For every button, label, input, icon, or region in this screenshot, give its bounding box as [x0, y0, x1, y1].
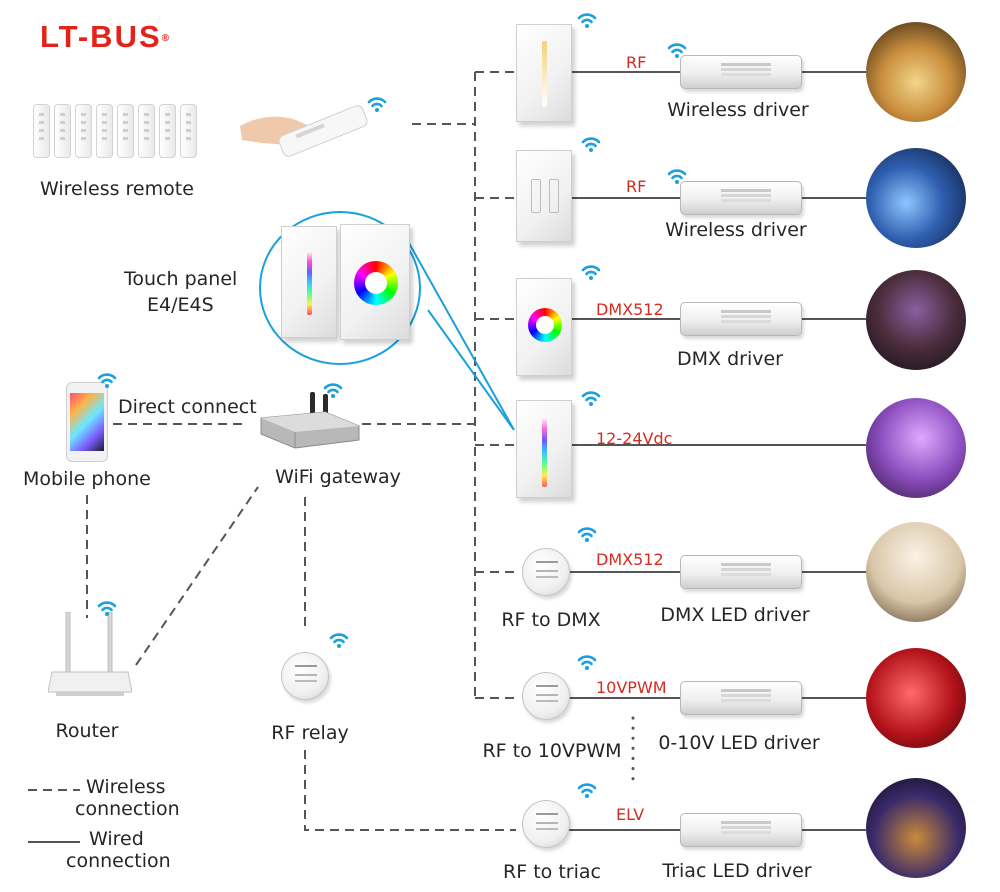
wireless-driver-label-1: Wireless driver: [667, 99, 809, 121]
wifi-signal-icon: [581, 265, 601, 280]
room-photo-lounge: [866, 22, 966, 122]
hand-remote-icon: [240, 105, 368, 157]
wifi-signal-icon: [577, 655, 597, 670]
rf-to-10vpwm-receiver-icon: [522, 672, 570, 720]
router-to-gateway-line: [135, 486, 259, 666]
touch-panel-e4-zoom-left: [281, 226, 337, 338]
direct-connect-label: Direct connect: [118, 396, 257, 418]
signal-dmx512-1: DMX512: [596, 300, 664, 319]
wireless-remote-label: Wireless remote: [40, 178, 194, 200]
rf-to-dmx-receiver-icon: [522, 548, 570, 596]
router-icon: [48, 612, 132, 696]
legend-wired-label: Wired: [89, 828, 144, 850]
color-temperature-bar: [542, 41, 547, 107]
wifi-signal-icon: [581, 137, 601, 152]
wifi-signal-icon: [323, 383, 343, 398]
0-10v-led-driver-icon: [680, 681, 802, 715]
legend-wireless-label: Wireless: [86, 776, 166, 798]
color-wheel-icon: [528, 308, 562, 342]
color-bar: [542, 417, 547, 487]
touch-panel-4: [516, 400, 572, 498]
lt-bus-logo: LT-BUS®: [40, 20, 169, 54]
dmx-driver-icon: [680, 302, 802, 336]
remote-icon: [159, 104, 176, 158]
wifi-signal-icon: [577, 783, 597, 798]
signal-12-24vdc: 12-24Vdc: [596, 429, 673, 448]
touch-panel-label: Touch panel: [124, 268, 238, 290]
wireless-driver-1-icon: [680, 55, 802, 89]
wifi-signal-icon: [577, 527, 597, 542]
signal-10vpwm: 10VPWM: [596, 678, 667, 697]
zoom-callout-line-a: [404, 235, 515, 431]
wifi-signal-icon: [581, 391, 601, 406]
wifi-gateway-label: WiFi gateway: [275, 466, 401, 488]
signal-rf-1: RF: [626, 53, 647, 72]
room-photo-bar: [866, 778, 966, 878]
wifi-signal-icon: [97, 601, 117, 616]
color-bar: [307, 251, 312, 315]
rf-relay-label: RF relay: [271, 722, 349, 744]
wifi-signal-icon: [577, 13, 597, 28]
0-10v-led-driver-label: 0-10V LED driver: [658, 732, 820, 754]
touch-panel-e4s-zoom-right: [340, 224, 410, 340]
wifi-signal-icon: [367, 97, 387, 112]
phone-screen: [70, 393, 104, 451]
wireless-driver-2-icon: [680, 181, 802, 215]
remote-icon: [117, 104, 134, 158]
smartphone-icon: [66, 382, 108, 462]
rf-to-triac-receiver-icon: [522, 800, 570, 848]
touch-panel-3: [516, 278, 572, 376]
legend-wired-label-2: connection: [66, 850, 171, 872]
color-wheel-icon: [354, 261, 398, 305]
registered-mark: ®: [161, 33, 170, 44]
zoom-circle: [259, 211, 421, 365]
button-right-icon: [549, 179, 559, 213]
wifi-signal-icon: [97, 373, 117, 388]
touch-panel-2: [516, 150, 572, 242]
logo-text: LT-BUS: [40, 19, 162, 54]
wifi-signal-icon: [667, 43, 687, 58]
dmx-led-driver-icon: [680, 555, 802, 589]
remote-icon: [180, 104, 197, 158]
signal-rf-2: RF: [626, 177, 647, 196]
remote-icon: [138, 104, 155, 158]
remote-icon: [33, 104, 50, 158]
rf-to-dmx-label: RF to DMX: [501, 609, 601, 631]
rf-relay-icon: [281, 652, 329, 700]
wireless-driver-label-2: Wireless driver: [665, 219, 807, 241]
remote-icon: [96, 104, 113, 158]
relay-to-triac-line: [304, 750, 516, 831]
remote-icon: [54, 104, 71, 158]
mobile-phone-label: Mobile phone: [23, 468, 151, 490]
room-photo-bedroom: [866, 398, 966, 498]
wifi-signal-icon: [329, 633, 349, 648]
remote-icon: [75, 104, 92, 158]
rf-to-10vpwm-label: RF to 10VPWM: [482, 740, 622, 762]
legend-wireless-label-2: connection: [75, 798, 180, 820]
rf-to-triac-label: RF to triac: [503, 861, 601, 883]
touch-panel-1: [516, 24, 572, 122]
zoom-callout-line-b: [427, 309, 515, 431]
room-photo-living-blue: [866, 148, 966, 248]
dmx-driver-label: DMX driver: [677, 348, 783, 370]
wifi-signal-icon: [667, 169, 687, 184]
triac-led-driver-icon: [680, 813, 802, 847]
dmx-led-driver-label: DMX LED driver: [660, 604, 810, 626]
triac-led-driver-label: Triac LED driver: [662, 860, 812, 882]
button-left-icon: [531, 179, 541, 213]
touch-panel-model-label: E4/E4S: [147, 294, 214, 316]
room-photo-red-lobby: [866, 648, 966, 748]
router-label: Router: [55, 720, 119, 742]
room-photo-theater: [866, 270, 966, 370]
signal-dmx512-2: DMX512: [596, 550, 664, 569]
room-photo-bright-living: [866, 522, 966, 622]
gateway-icon: [260, 392, 360, 449]
signal-elv: ELV: [616, 805, 645, 824]
